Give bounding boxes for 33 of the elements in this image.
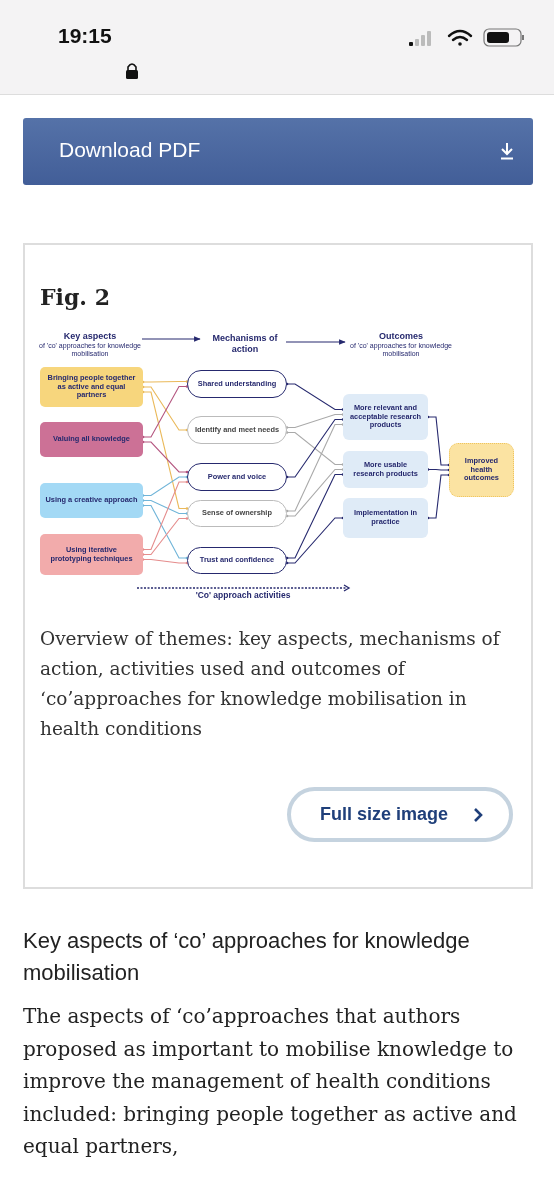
connector-line — [285, 418, 345, 479]
body-paragraph: The aspects of ‘co’approaches that authors proposed as important to mobilise knowledge to improve the management of health conditions included: bringing people together as active and equal partners, — [23, 1003, 518, 1160]
connector-line — [285, 473, 345, 560]
download-button: Download PDF — [23, 118, 533, 185]
connector-line — [141, 504, 189, 560]
arrow — [141, 336, 201, 342]
connector-line — [141, 499, 189, 515]
connector-line — [285, 413, 345, 429]
full-size-button: Full size image — [287, 787, 513, 842]
connector-line — [141, 390, 189, 510]
connector-line — [141, 380, 189, 384]
figure-caption: Overview of themes: key aspects, mechanisms of action, activities used and outcomes of ‘co’approaches for knowledge mobilisation in health conditions — [40, 627, 502, 741]
column-heading: Mechanisms of action — [211, 333, 279, 355]
connector-line — [141, 440, 189, 474]
connector-line — [141, 475, 189, 497]
connector-line — [285, 423, 345, 513]
connector-line — [141, 558, 189, 565]
connector-line — [426, 415, 451, 467]
connector-line — [285, 516, 345, 565]
figure-title: Fig. 2 — [40, 284, 110, 310]
connector-line — [426, 473, 451, 520]
connector-line — [285, 468, 345, 518]
connector-line — [141, 480, 189, 551]
time-text: 19:15 — [58, 24, 112, 48]
arrow — [285, 339, 346, 345]
connector-line — [426, 468, 451, 472]
connector-line — [285, 431, 345, 466]
section-heading: Key aspects of ‘co’ approaches for knowledge mobilisation — [23, 927, 471, 987]
connector-line — [285, 382, 345, 411]
axis-label: 'Co' approach activities — [194, 590, 292, 600]
connector-line — [141, 517, 189, 556]
column-heading: Key aspects — [63, 331, 117, 342]
column-heading: Outcomes — [379, 331, 423, 342]
